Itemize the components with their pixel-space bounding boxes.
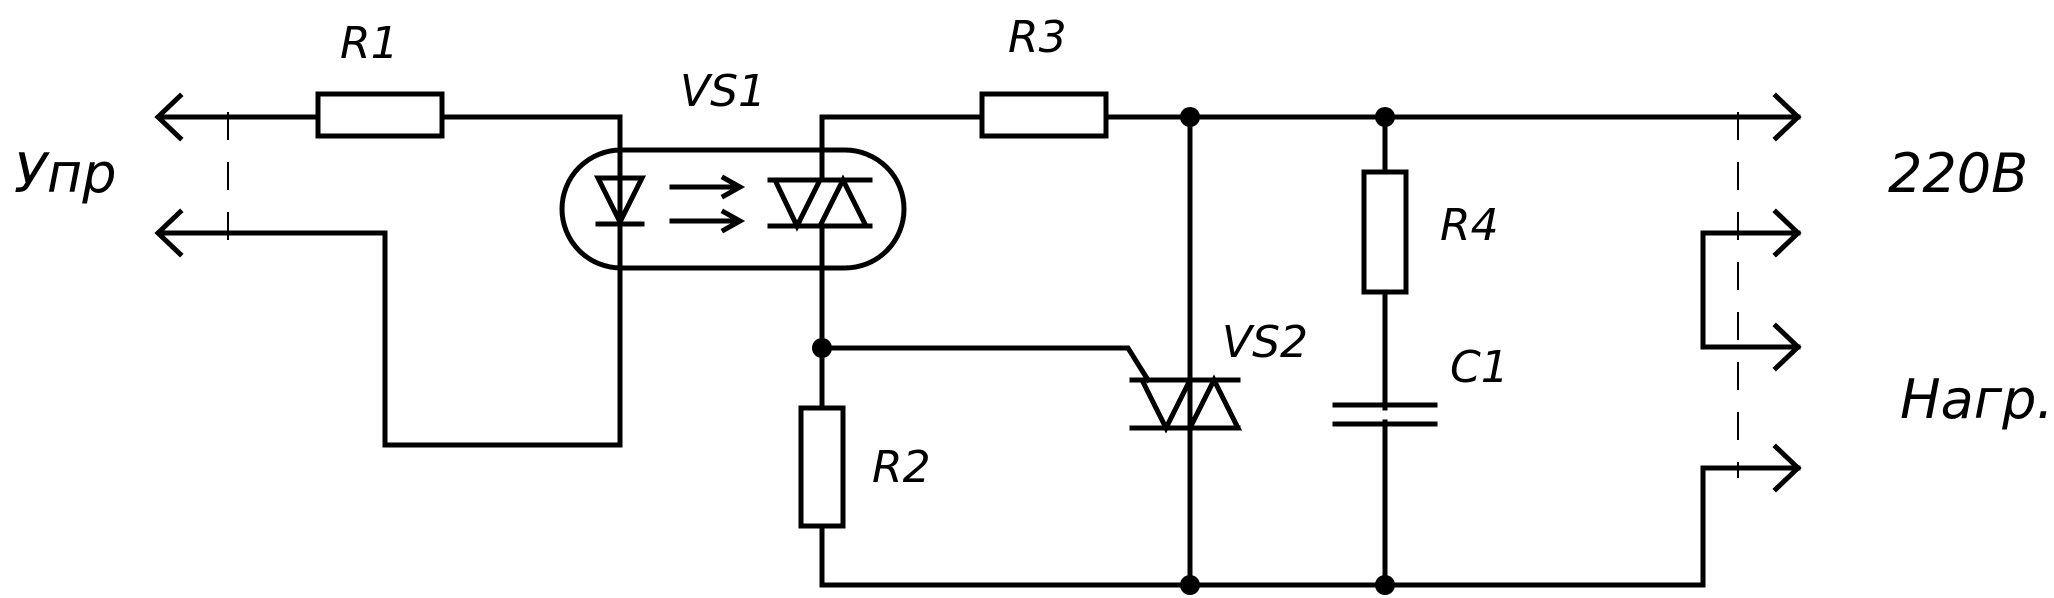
vs1-label: VS1 bbox=[680, 66, 766, 117]
control-input-label: Упр bbox=[14, 142, 117, 205]
c1-label: C1 bbox=[1450, 342, 1509, 393]
resistor-r2 bbox=[798, 405, 846, 529]
resistor-r3 bbox=[979, 91, 1109, 139]
supply-label: 220В bbox=[1888, 142, 2028, 205]
r2-label: R2 bbox=[872, 442, 931, 493]
load-label: Нагр. bbox=[1900, 368, 2054, 431]
junction-dots bbox=[812, 107, 1395, 595]
r3-label: R3 bbox=[1008, 12, 1067, 63]
load-terminals bbox=[1700, 112, 1802, 478]
vs2-label: VS2 bbox=[1222, 317, 1308, 368]
r1-label: R1 bbox=[340, 18, 399, 69]
power-wiring bbox=[819, 92, 1802, 588]
resistor-r1 bbox=[315, 91, 445, 139]
triac-vs2 bbox=[1129, 374, 1243, 434]
control-input-terminals bbox=[154, 92, 623, 448]
capacitor-c1 bbox=[1332, 402, 1438, 427]
resistor-r4 bbox=[1361, 169, 1409, 295]
r4-label: R4 bbox=[1440, 200, 1499, 251]
optocoupler-vs1 bbox=[559, 147, 907, 271]
